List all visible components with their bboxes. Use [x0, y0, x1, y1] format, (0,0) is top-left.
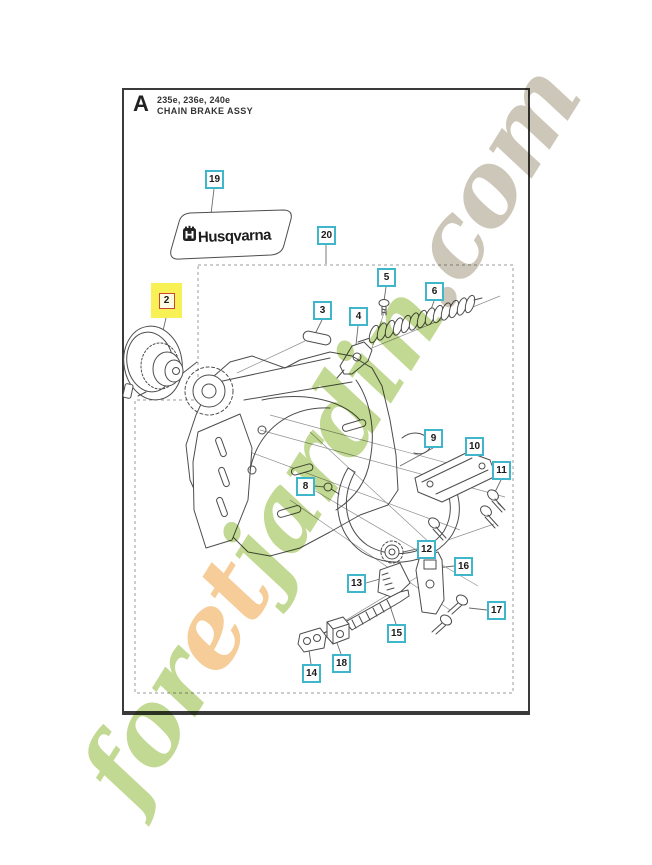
callout-17[interactable]: 17 — [487, 601, 506, 620]
callout-16[interactable]: 16 — [454, 557, 473, 576]
callout-6[interactable]: 6 — [425, 282, 444, 301]
callout-19[interactable]: 19 — [205, 170, 224, 189]
callout-15[interactable]: 15 — [387, 624, 406, 643]
callout-12[interactable]: 12 — [417, 540, 436, 559]
callout-5[interactable]: 5 — [377, 268, 396, 287]
callout-18[interactable]: 18 — [332, 654, 351, 673]
diagram-sheet-border — [122, 88, 530, 715]
callout-9[interactable]: 9 — [424, 429, 443, 448]
model-list: 235e, 236e, 240e — [157, 95, 231, 105]
parts-diagram-page: A 235e, 236e, 240e CHAIN BRAKE ASSY — [56, 46, 604, 825]
callout-14[interactable]: 14 — [302, 664, 321, 683]
callout-2[interactable]: 2 — [158, 292, 175, 309]
section-letter: A — [133, 91, 149, 116]
callout-10[interactable]: 10 — [465, 437, 484, 456]
callout-3[interactable]: 3 — [313, 301, 332, 320]
callout-2-highlight[interactable]: 2 — [151, 283, 182, 318]
callout-20[interactable]: 20 — [317, 226, 336, 245]
callout-4[interactable]: 4 — [349, 307, 368, 326]
callout-13[interactable]: 13 — [347, 574, 366, 593]
callout-11[interactable]: 11 — [492, 461, 511, 480]
callout-8[interactable]: 8 — [296, 477, 315, 496]
assembly-title: CHAIN BRAKE ASSY — [157, 106, 254, 116]
